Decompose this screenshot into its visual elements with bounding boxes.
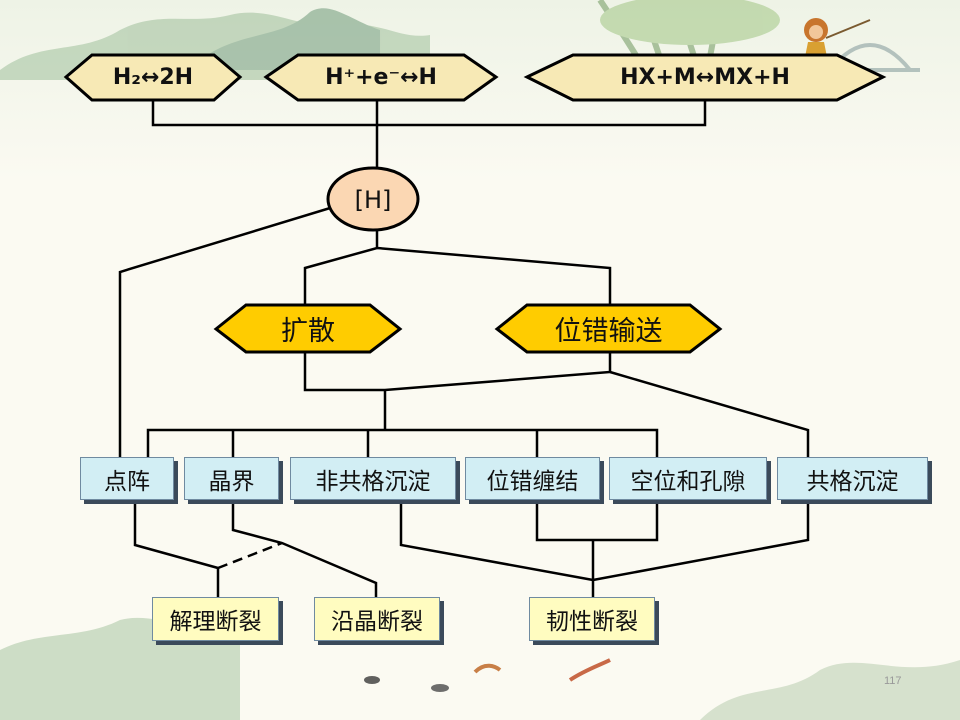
dashed-line — [217, 541, 283, 570]
node-cleavage-fracture: 解理断裂 — [152, 597, 279, 641]
lattice-to-cleavage-line — [133, 500, 220, 597]
grain-to-intergranular-line — [231, 500, 378, 597]
hex-hx-label: HX+M↔MX+H — [620, 65, 790, 90]
node-ductile-fracture: 韧性断裂 — [529, 597, 655, 641]
hex-h2 — [63, 53, 243, 102]
hex-dislocation — [494, 303, 723, 354]
mountain-bottom-left-icon — [0, 617, 240, 720]
page-number: 117 — [884, 675, 902, 687]
center-node-label: [H] — [354, 186, 392, 214]
hex-h2-label: H₂↔2H — [112, 65, 194, 90]
to-coherent-line — [609, 370, 810, 457]
center-ellipse — [326, 166, 420, 232]
node-incoherent-precipitate: 非共格沉淀 — [290, 457, 456, 500]
node-lattice: 点阵 — [80, 457, 174, 500]
center-to-mid-line — [303, 228, 612, 305]
node-dislocation-tangle: 位错缠结 — [465, 457, 600, 500]
lower-drops-line — [231, 430, 539, 457]
hex-diffusion-label: 扩散 — [281, 316, 335, 347]
node-coherent-precipitate: 共格沉淀 — [777, 457, 928, 500]
mid-merge-line — [303, 352, 612, 392]
willow-tree-icon — [597, 0, 780, 91]
mountain-bottom-right-icon — [700, 660, 960, 720]
node-grain-boundary: 晶界 — [184, 457, 279, 500]
hex-dislocation-label: 位错输送 — [554, 316, 663, 347]
top-bus-line — [151, 100, 707, 127]
incoherent-to-ductile-line — [399, 500, 594, 582]
center-to-lattice-line — [118, 203, 341, 457]
lower-bus-line — [146, 428, 659, 457]
hex-hplus-label: H⁺+e⁻↔H — [325, 65, 437, 90]
node-intergranular-fracture: 沿晶断裂 — [314, 597, 440, 641]
coherent-to-ductile-line — [592, 500, 810, 582]
tangle-void-line — [535, 500, 659, 542]
hex-diffusion — [213, 303, 403, 354]
hex-hx — [523, 53, 887, 102]
fish-icon — [364, 658, 611, 692]
hex-hplus — [263, 53, 499, 102]
node-vacancy-void: 空位和孔隙 — [609, 457, 767, 500]
